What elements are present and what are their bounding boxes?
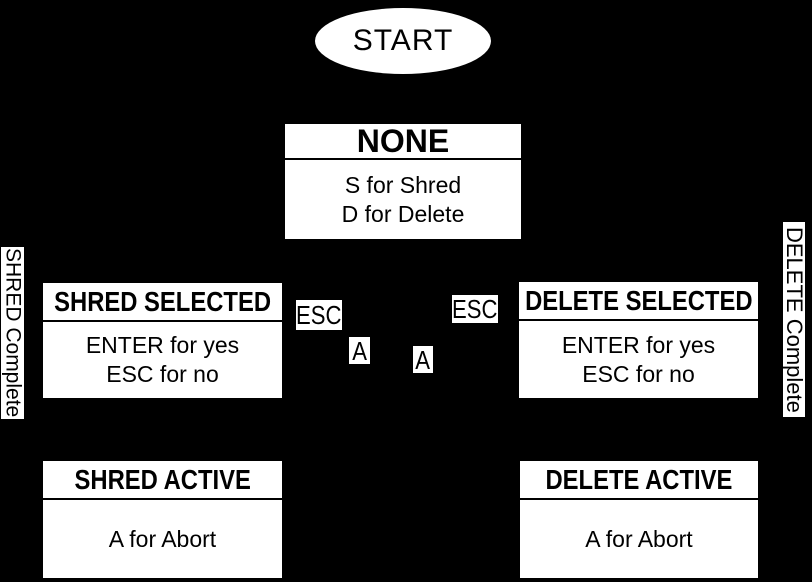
state-shred-selected-body: ENTER for yes ESC for no	[43, 322, 282, 398]
edge-label-esc-right-text: ESC	[452, 295, 498, 323]
state-delete-active-line: A for Abort	[585, 525, 693, 552]
state-delete-active-body: A for Abort	[520, 500, 758, 578]
state-shred-selected-title-text: SHRED SELECTED	[54, 285, 271, 317]
state-shred-selected-line: ENTER for yes	[85, 332, 240, 358]
edge-label-abort-right-text: A	[415, 346, 431, 373]
state-shred-selected-title: SHRED SELECTED	[43, 283, 282, 322]
state-delete-selected-line: ENTER for yes	[561, 331, 716, 358]
state-none: NONE S for Shred D for Delete	[285, 124, 521, 239]
state-shred-active-line: A for Abort	[108, 525, 217, 552]
start-node: START	[315, 8, 491, 74]
state-shred-active-body: A for Abort	[43, 500, 282, 578]
state-delete-selected-title-text: DELETE SELECTED	[524, 284, 753, 316]
state-none-title-text: NONE	[356, 124, 450, 159]
state-shred-selected-line: ESC for no	[106, 361, 219, 387]
state-none-body: S for Shred D for Delete	[285, 160, 521, 239]
edge-label-esc-right: ESC	[452, 295, 498, 323]
state-shred-active-title: SHRED ACTIVE	[43, 461, 282, 500]
state-none-line: D for Delete	[341, 200, 465, 227]
state-shred-active-title-text: SHRED ACTIVE	[74, 463, 251, 495]
edge-label-esc-left: ESC	[296, 300, 342, 330]
edge-label-abort-right: A	[413, 346, 433, 373]
state-shred-selected: SHRED SELECTED ENTER for yes ESC for no	[43, 283, 282, 398]
edge-label-delete-complete: DELETE Complete	[783, 222, 805, 417]
state-delete-selected-line: ESC for no	[582, 360, 695, 387]
state-delete-selected-title: DELETE SELECTED	[519, 282, 758, 321]
edge-label-abort-left-text: A	[352, 337, 367, 364]
edge-label-esc-left-text: ESC	[296, 300, 342, 330]
state-delete-active-title-text: DELETE ACTIVE	[545, 463, 733, 495]
state-delete-selected: DELETE SELECTED ENTER for yes ESC for no	[519, 282, 758, 398]
start-label: START	[352, 24, 454, 57]
state-none-line: S for Shred	[344, 171, 462, 198]
edge-label-abort-left: A	[349, 337, 370, 364]
edge-label-shred-complete: SHRED Complete	[1, 247, 24, 419]
state-none-title: NONE	[285, 124, 521, 160]
state-shred-active: SHRED ACTIVE A for Abort	[43, 461, 282, 578]
state-delete-active: DELETE ACTIVE A for Abort	[520, 461, 758, 578]
state-delete-active-title: DELETE ACTIVE	[520, 461, 758, 500]
state-delete-selected-body: ENTER for yes ESC for no	[519, 321, 758, 398]
